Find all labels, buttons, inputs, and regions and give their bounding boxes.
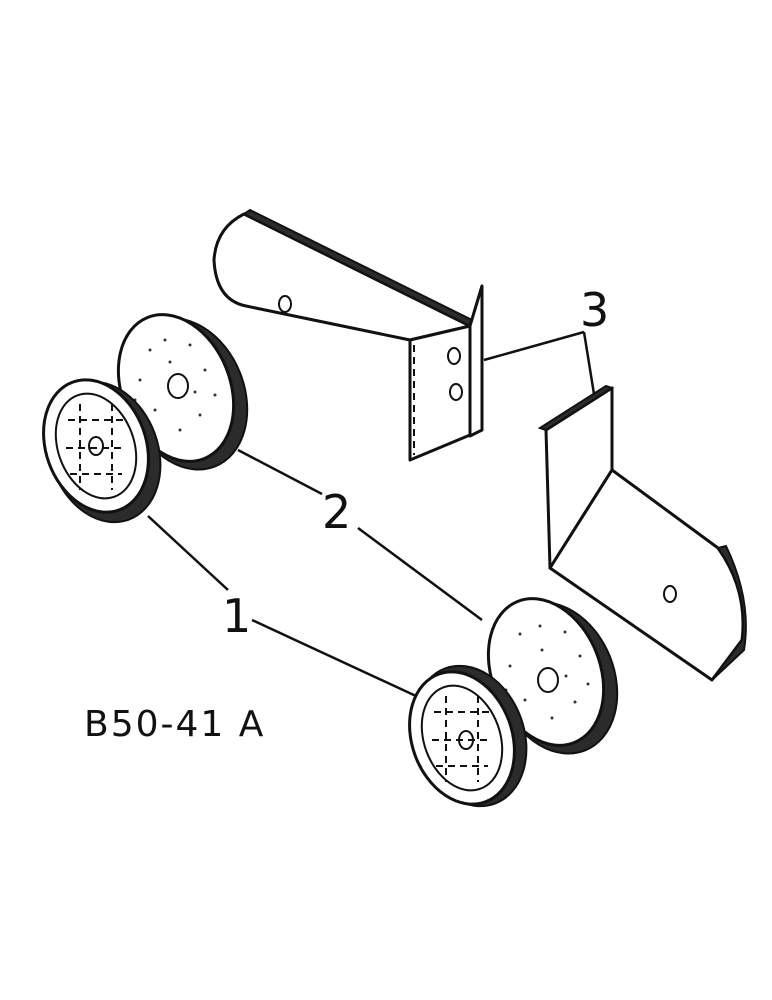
- bracket-hole: [663, 585, 677, 603]
- leader-lines: [147, 330, 596, 698]
- callout-3: 3: [580, 283, 609, 337]
- pulley-disc-upper: [42, 378, 162, 524]
- leader-line-2b: [357, 526, 483, 622]
- callout-2: 2: [322, 485, 351, 539]
- bracket-hole: [449, 383, 463, 401]
- leader-line-1a: [147, 515, 229, 591]
- leader-line-3a: [483, 330, 585, 362]
- bracket-upper: [212, 208, 484, 462]
- bracket-lower: [537, 384, 747, 682]
- leader-line-2a: [237, 448, 323, 496]
- figure-id: B50-41 A: [84, 704, 265, 745]
- bracket-hole: [447, 347, 461, 365]
- bracket-hole: [278, 295, 292, 313]
- leader-line-3b: [582, 331, 596, 395]
- callout-1: 1: [222, 589, 251, 643]
- pulley-disc-lower: [408, 664, 528, 808]
- leader-line-1b: [251, 618, 417, 698]
